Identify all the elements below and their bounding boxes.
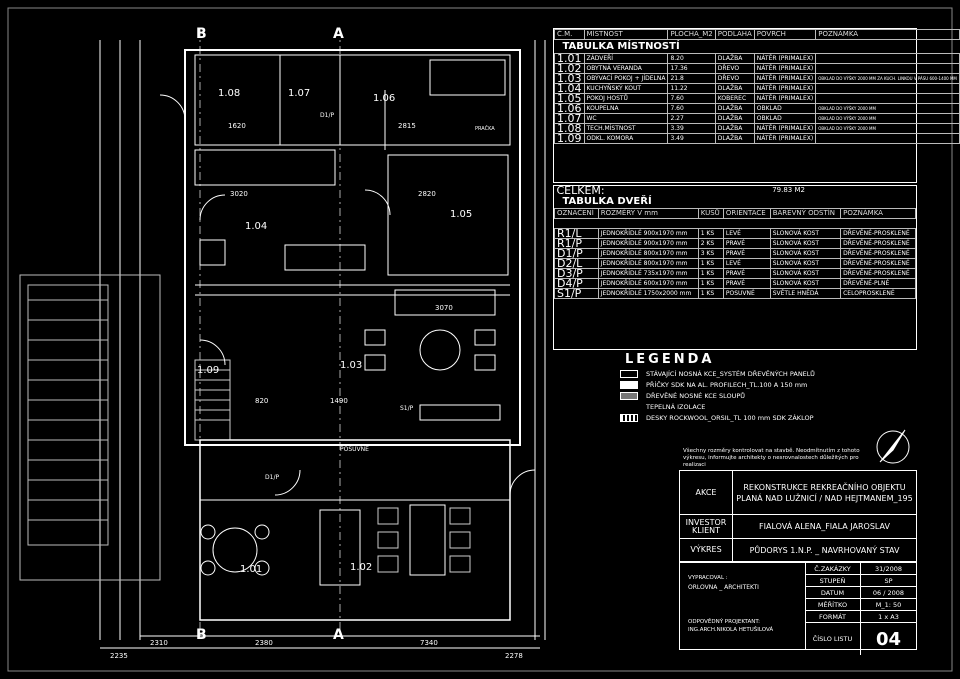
vykres-label: VÝKRES [680, 539, 733, 561]
title-block: AKCE REKONSTRUKCE REKREAČNÍHO OBJEKTU PL… [679, 470, 917, 562]
dimension-text: 2820 [418, 190, 436, 198]
legend-swatch [620, 370, 638, 378]
sliding-door-label: POSUVNÉ [340, 445, 369, 453]
rooms-table-title: TABULKA MÍSTNOSTÍ [562, 41, 680, 52]
dimension-text: 820 [255, 397, 268, 405]
rooms-table: Č.M. MÍSTNOST PLOCHA_M2 PODLAHA POVRCH P… [553, 28, 960, 183]
legend-item: STÁVAJÍCÍ NOSNÁ KCE_SYSTÉM DŘEVĚNÝCH PAN… [620, 370, 920, 378]
general-note: Všechny rozměry kontrolovat na stavbě. N… [683, 448, 860, 468]
investor-label: INVESTOR KLIENT [680, 515, 733, 538]
stamp-block: VYPRACOVAL : ORLOVNA _ ARCHITEKTI ODPOVĚ… [679, 562, 917, 655]
dimension-text: 2380 [255, 639, 273, 647]
washer-label: PRAČKA [475, 125, 495, 132]
sheet-value: 04 [875, 628, 902, 650]
door-tag: S1/P [400, 405, 414, 412]
room-label-1-01: 1.01 [240, 564, 262, 575]
dimension-text: 1490 [330, 397, 348, 405]
dimension-text: 2815 [398, 122, 416, 130]
col-header: POZNÁMKA [815, 29, 960, 40]
col-header: PODLAHA [714, 29, 755, 40]
sheet-label: ČÍSLO LISTU [805, 623, 861, 655]
legend-swatch [620, 392, 638, 400]
room-label-1-03: 1.03 [340, 360, 362, 371]
section-mark-a-bottom: A [333, 627, 344, 643]
room-label-1-07: 1.07 [288, 88, 310, 99]
vykres-value: PŮDORYS 1.N.P. _ NAVRHOVANÝ STAV [749, 545, 900, 555]
col-header: OZNAČENÍ [554, 208, 599, 219]
total-label: CELKEM: [556, 186, 605, 195]
legend: LEGENDA STÁVAJÍCÍ NOSNÁ KCE_SYSTÉM DŘEVĚ… [620, 352, 920, 462]
dimension-text: 2235 [110, 652, 128, 660]
dimension-text: 3020 [230, 190, 248, 198]
doors-table: CELKEM: 79.83 M2 TABULKA DVEŘÍ OZNAČENÍ … [553, 185, 917, 350]
col-header: ROZMĚRY V mm [597, 208, 699, 219]
room-label-1-08: 1.08 [218, 88, 240, 99]
room-label-1-05: 1.05 [450, 209, 472, 220]
col-header: ORIENTACE [722, 208, 771, 219]
legend-item: DESKY ROCKWOOL_ORSIL_TL 100 mm SDK ZÁKLO… [620, 414, 920, 422]
col-header: Č.M. [554, 29, 585, 40]
room-label-1-06: 1.06 [373, 93, 395, 104]
investor-value: FIALOVÁ ALENA_FIALA JAROSLAV [759, 522, 890, 531]
section-mark-a-top: A [333, 26, 344, 42]
vypracoval-value: ORLOVNA _ ARCHITEKTI [688, 584, 759, 591]
dimension-text: 1620 [228, 122, 246, 130]
legend-title: LEGENDA [625, 352, 715, 367]
vypracoval-label: VYPRACOVAL : [688, 575, 728, 581]
legend-item: TEPELNÁ IZOLACE [646, 403, 706, 411]
door-tag: D1/P [320, 112, 334, 119]
sheet-number-row: ČÍSLO LISTU 04 [805, 623, 916, 655]
odpovedny-label: ODPOVĚDNÝ PROJEKTANT: [688, 619, 760, 625]
section-mark-b-bottom: B [196, 627, 207, 643]
legend-item: PŘÍČKY SDK NA AL. PROFILECH_TL.100 A 150… [620, 381, 920, 389]
legend-item: DŘEVĚNÉ NOSNÉ KCE SLOUPŮ [620, 392, 920, 400]
col-header: POVRCH [753, 29, 817, 40]
col-header: MÍSTNOST [583, 29, 669, 40]
col-header: POZNÁMKA [840, 208, 916, 219]
dimension-text: 3070 [435, 304, 453, 312]
dimension-text: 2278 [505, 652, 523, 660]
total-value: 79.83 M2 [772, 186, 805, 194]
section-mark-b-top: B [196, 26, 207, 42]
akce-label: AKCE [680, 471, 733, 514]
dimension-text: 7340 [420, 639, 438, 647]
door-tag: D1/P [265, 474, 279, 481]
col-header: BAREVNÝ ODSTÍN [769, 208, 842, 219]
col-header: PLOCHA_M2 [667, 29, 716, 40]
akce-value: REKONSTRUKCE REKREAČNÍHO OBJEKTU PLANÁ N… [736, 482, 913, 503]
col-header: KUSŮ [697, 208, 724, 219]
room-label-1-02: 1.02 [350, 562, 372, 573]
odpovedny-value: ING.ARCH.NIKOLA HETUŠILOVÁ [688, 627, 774, 633]
room-label-1-09: 1.09 [197, 365, 219, 376]
room-label-1-04: 1.04 [245, 221, 267, 232]
doors-table-title: TABULKA DVEŘÍ [562, 196, 652, 207]
legend-swatch [620, 381, 638, 389]
legend-swatch [620, 414, 638, 422]
dimension-text: 2310 [150, 639, 168, 647]
north-arrow-icon [876, 429, 910, 464]
